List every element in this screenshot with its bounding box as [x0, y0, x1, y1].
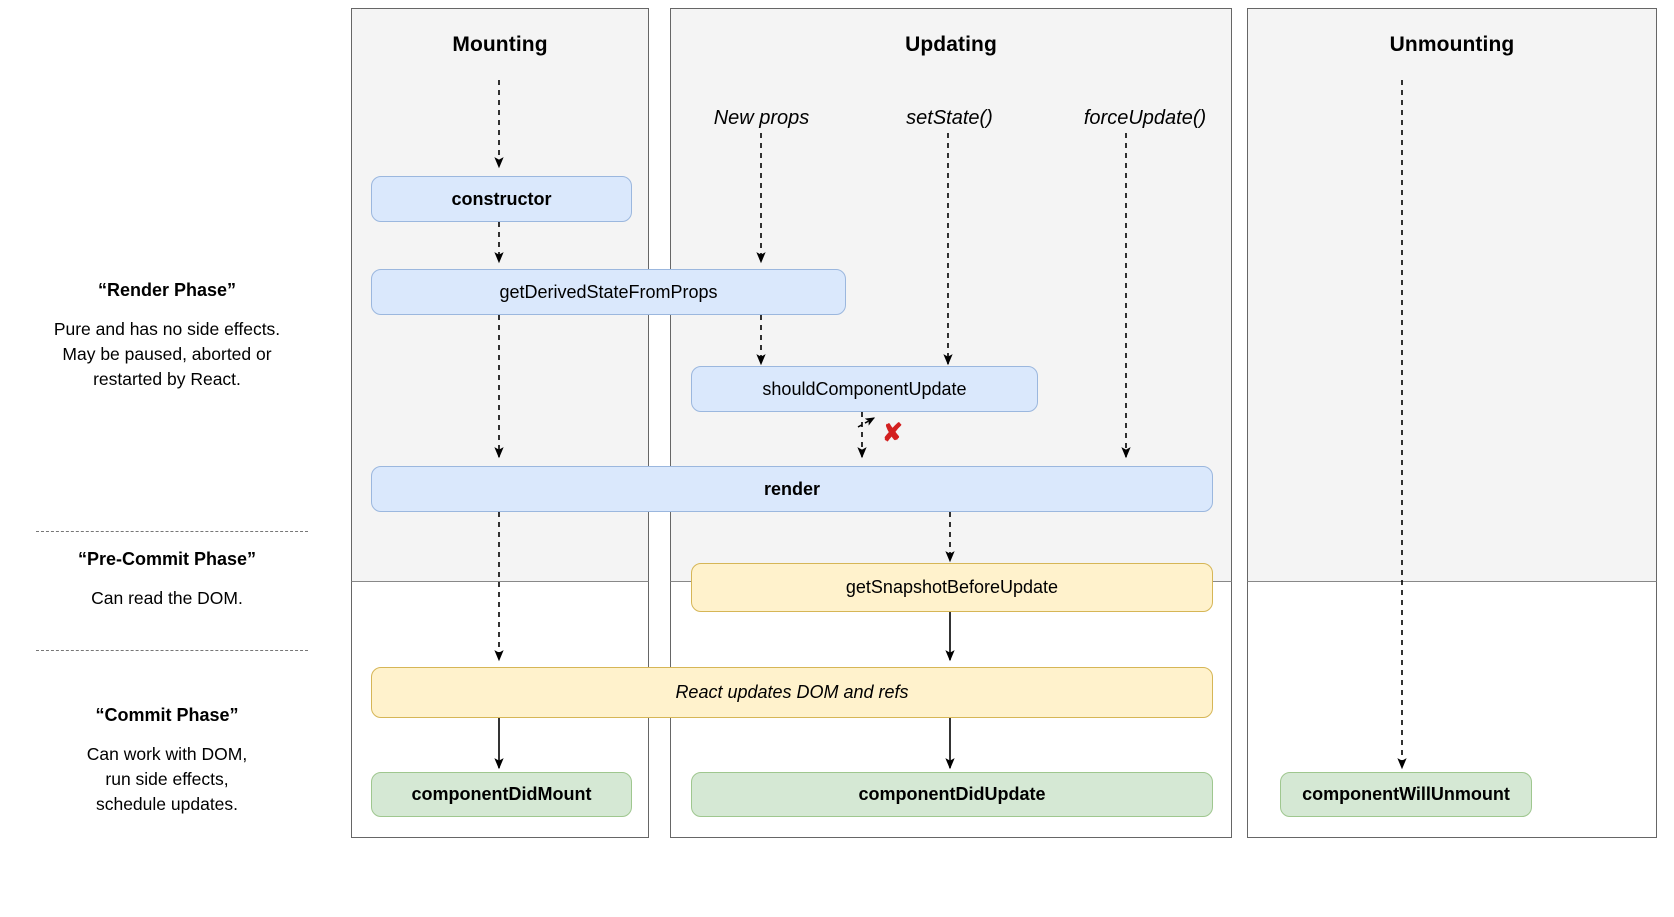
- phase-legend-precommit-title: “Pre-Commit Phase”: [77, 549, 257, 569]
- phase-divider-render-precommit: [36, 531, 308, 532]
- phase-legend-commit: “Commit Phase” Can work with DOM, run si…: [12, 705, 322, 817]
- phase-legend-commit-line-2: run side effects,: [105, 768, 229, 789]
- trigger-label-force-update: forceUpdate(): [1083, 107, 1207, 129]
- column-title-updating: Updating: [905, 33, 997, 56]
- lifecycle-box-getDerivedStateFromProps[interactable]: getDerivedStateFromProps: [371, 269, 846, 315]
- phase-legend-precommit-body: Can read the DOM.: [12, 586, 322, 611]
- phase-legend-render-title: “Render Phase”: [97, 280, 237, 300]
- phase-legend-render-line-2: May be paused, aborted or: [62, 343, 272, 364]
- lifecycle-box-componentDidMount[interactable]: componentDidMount: [371, 772, 632, 817]
- phase-legend-render-line-1: Pure and has no side effects.: [53, 319, 281, 339]
- lifecycle-box-componentWillUnmount[interactable]: componentWillUnmount: [1280, 772, 1532, 817]
- lifecycle-box-componentDidUpdate[interactable]: componentDidUpdate: [691, 772, 1213, 817]
- phase-legend-commit-title: “Commit Phase”: [95, 705, 239, 725]
- abort-x-icon: ✘: [882, 419, 903, 447]
- trigger-label-new-props: New props: [713, 107, 810, 129]
- column-title-mounting: Mounting: [452, 33, 548, 56]
- lifecycle-box-constructor[interactable]: constructor: [371, 176, 632, 222]
- lifecycle-box-render[interactable]: render: [371, 466, 1213, 512]
- column-render-region-unmounting: [1247, 8, 1657, 582]
- phase-legend-render: “Render Phase” Pure and has no side effe…: [12, 280, 322, 392]
- lifecycle-box-getSnapshotBeforeUpdate[interactable]: getSnapshotBeforeUpdate: [691, 563, 1213, 612]
- phase-legend-commit-line-3: schedule updates.: [95, 793, 239, 814]
- lifecycle-box-shouldComponentUpdate[interactable]: shouldComponentUpdate: [691, 366, 1038, 412]
- phase-legend-render-body: Pure and has no side effects. May be pau…: [12, 317, 322, 392]
- phase-legend-precommit-line-1: Can read the DOM.: [91, 588, 243, 608]
- phase-legend-precommit: “Pre-Commit Phase” Can read the DOM.: [12, 549, 322, 611]
- column-title-unmounting: Unmounting: [1389, 33, 1515, 56]
- phase-legend-commit-body: Can work with DOM, run side effects, sch…: [12, 742, 322, 817]
- phase-divider-precommit-commit: [36, 650, 308, 651]
- phase-legend-render-line-3: restarted by React.: [93, 368, 241, 389]
- trigger-label-set-state: setState(): [906, 107, 993, 129]
- phase-legend-commit-line-1: Can work with DOM,: [86, 744, 248, 764]
- lifecycle-box-react-updates-dom-and-refs[interactable]: React updates DOM and refs: [371, 667, 1213, 718]
